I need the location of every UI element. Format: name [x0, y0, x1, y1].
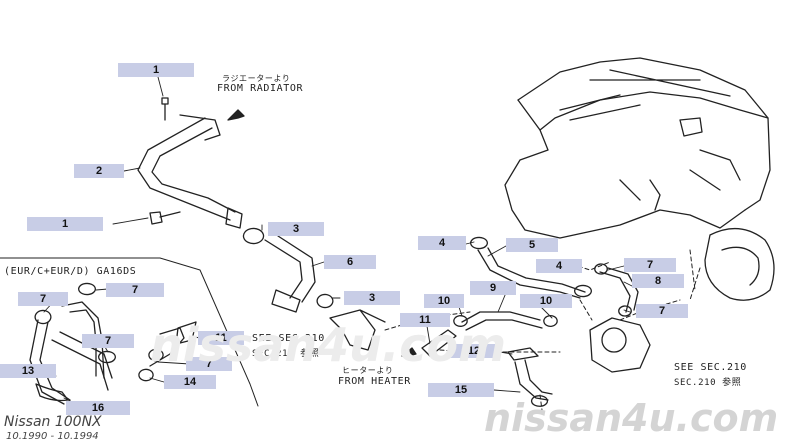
see-sec-left-line1: SEE SEC.210: [252, 333, 325, 344]
inset-frame: [0, 257, 259, 407]
hose-15: [514, 359, 553, 401]
model-title: Nissan 100NX: [4, 414, 102, 430]
callout-6-hose[interactable]: 6: [324, 255, 376, 269]
see-sec-left-line2: SEC.210 参照: [252, 349, 320, 359]
callout-3-clamp-lower[interactable]: 3: [344, 291, 400, 305]
hose-9: [461, 311, 543, 331]
callout-1-top-bolt[interactable]: 1: [118, 63, 194, 77]
callout-7-clamp-lower-right[interactable]: 7: [636, 304, 688, 318]
callout-7-inset-right[interactable]: 7: [186, 357, 232, 371]
arrow-from-heater: [401, 347, 417, 357]
upper-water-pipe: [137, 114, 243, 229]
callout-14-inset[interactable]: 14: [164, 375, 216, 389]
cap-12: [507, 347, 539, 361]
from-radiator-label: FROM RADIATOR: [217, 83, 304, 94]
callout-4-clamp-left[interactable]: 4: [418, 236, 466, 250]
callout-2-upper-pipe[interactable]: 2: [74, 164, 124, 178]
callout-7-inset-top-mid[interactable]: 7: [106, 283, 164, 297]
clamp-10a: [453, 315, 468, 327]
clamp-15: [530, 395, 549, 407]
callout-15-hose[interactable]: 15: [428, 383, 494, 397]
callout-5-hose[interactable]: 5: [506, 238, 558, 252]
see-sec-right-line1: SEE SEC.210: [674, 362, 747, 373]
see-sec-right-line2: SEC.210 参照: [674, 378, 742, 388]
callout-7-inset-top-left[interactable]: 7: [18, 292, 68, 306]
callout-10-clamp-right[interactable]: 10: [520, 294, 572, 308]
from-heater-jp-label: ヒーターより: [342, 366, 394, 375]
engine-block: [504, 57, 771, 239]
callout-13-inset[interactable]: 13: [0, 364, 56, 378]
clamp-4b: [574, 284, 592, 298]
alternator: [704, 228, 775, 301]
model-dates: 10.1990 - 10.1994: [6, 431, 99, 442]
pipe-11: [421, 329, 457, 357]
callout-4-clamp-right[interactable]: 4: [536, 259, 582, 273]
clamp-4a: [470, 236, 488, 250]
callout-7-inset-mid[interactable]: 7: [82, 334, 134, 348]
callout-10-clamp-left[interactable]: 10: [424, 294, 464, 308]
bolt-mid: [149, 211, 181, 225]
callout-1-lower-bolt[interactable]: 1: [27, 217, 103, 231]
callout-3-clamp-upper[interactable]: 3: [268, 222, 324, 236]
bolt-top: [161, 97, 169, 121]
callout-7-clamp-upper-right[interactable]: 7: [624, 258, 676, 272]
callout-9-hose[interactable]: 9: [470, 281, 516, 295]
water-outlet-housing: [589, 317, 651, 373]
variant-label: (EUR/C+EUR/D) GA16DS: [4, 266, 137, 277]
clamp-10b: [543, 315, 558, 327]
inset-parts: [29, 282, 197, 405]
watermark-center: nissan4u.com: [150, 318, 507, 372]
clamp-7c: [594, 263, 608, 275]
callout-8-hose[interactable]: 8: [632, 274, 684, 288]
watermark-bottom-right: nissan4u.com: [484, 396, 779, 440]
clamp-7d: [618, 305, 632, 317]
callout-11-inset[interactable]: 11: [198, 331, 244, 345]
hose-6: [242, 227, 334, 313]
callout-16-inset[interactable]: 16: [66, 401, 130, 415]
elbow-hose: [329, 309, 386, 351]
arrow-from-radiator: [227, 109, 245, 121]
from-heater-label: FROM HEATER: [338, 376, 411, 387]
from-radiator-jp-label: ラジエーターより: [222, 74, 291, 83]
callout-11-pipe[interactable]: 11: [400, 313, 450, 327]
callout-12-cap[interactable]: 12: [448, 344, 500, 358]
